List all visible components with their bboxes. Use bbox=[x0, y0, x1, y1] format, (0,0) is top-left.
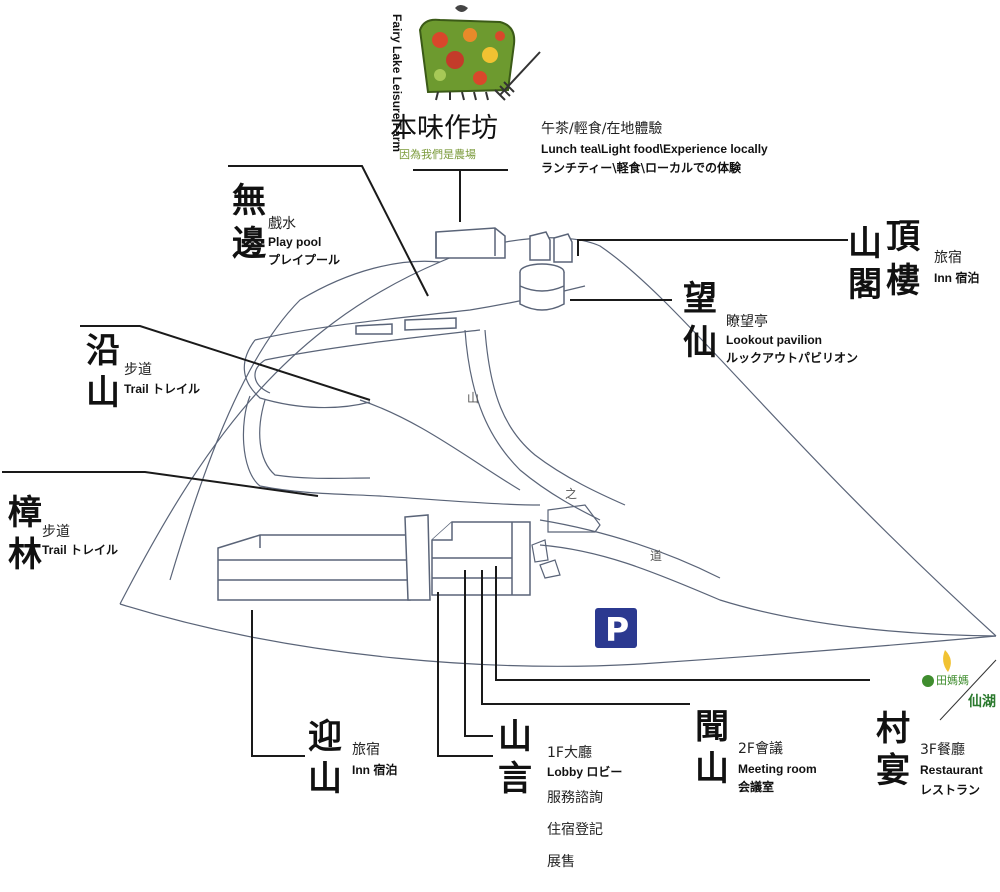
road-char-3: 道 bbox=[650, 549, 662, 563]
map-label-text: プレイプール bbox=[268, 252, 340, 267]
map-label-text: Lookout pavilion bbox=[726, 333, 822, 347]
workshop-slogan: 因為我們是農場 bbox=[399, 147, 476, 161]
map-label-text: 山 bbox=[86, 373, 120, 413]
workshop-desc-ja: ランチティー\軽食\ローカルでの体験 bbox=[541, 160, 742, 175]
map-label-text: 沿 bbox=[86, 331, 120, 371]
map-label-text: 瞭望亭 bbox=[726, 313, 768, 330]
map-label-text: 山 bbox=[498, 717, 532, 757]
workshop-title: 本味作坊 bbox=[390, 113, 498, 144]
map-label-text: Trail トレイル bbox=[124, 382, 200, 396]
label-trail-zhang: 樟 林 步道 Trail トレイル bbox=[8, 493, 118, 575]
map-label-text: Play pool bbox=[268, 235, 321, 249]
map-label-text: 旅宿 bbox=[352, 741, 380, 758]
farm-logo: Fairy Lake Leisure Farm bbox=[390, 5, 541, 152]
map-label-text: Restaurant bbox=[920, 763, 983, 777]
label-playpool: 無 邊 戲水 Play pool プレイプール bbox=[232, 181, 340, 267]
workshop-desc-en: Lunch tea\Light food\Experience locally bbox=[541, 142, 768, 156]
label-trail-yan: 沿 山 步道 Trail トレイル bbox=[86, 331, 200, 413]
map-label-text: 望 bbox=[683, 279, 717, 319]
map-label-text: Lobby ロビー bbox=[547, 764, 622, 779]
label-inn-ying: 迎 山 旅宿 Inn 宿泊 bbox=[308, 717, 397, 799]
road-char-2: 之 bbox=[565, 487, 577, 501]
map-label-text: 閣 bbox=[848, 265, 882, 305]
map-label-text: 言 bbox=[498, 759, 532, 799]
map-label-text: 頂 bbox=[886, 217, 921, 257]
map-label-text: P bbox=[605, 610, 629, 649]
map-label-text: 2F會議 bbox=[738, 740, 783, 757]
map-label-text: 1F大廳 bbox=[547, 744, 592, 761]
map-label-text: 展售 bbox=[547, 854, 575, 870]
map-label-text: 3F餐廳 bbox=[920, 741, 965, 758]
map-label-text: 樟 bbox=[8, 493, 42, 533]
parking-sign: P bbox=[595, 608, 637, 649]
partner-logo-left: 田媽媽 bbox=[936, 673, 969, 687]
map-label-text: 宴 bbox=[876, 751, 910, 791]
leader-lines bbox=[2, 165, 870, 757]
map-label-text: Meeting room bbox=[738, 762, 817, 776]
buildings bbox=[217, 227, 573, 601]
map-label-text: 步道 bbox=[42, 524, 70, 540]
map-label-text: 樓 bbox=[886, 261, 920, 301]
map-label-text: 步道 bbox=[124, 362, 152, 378]
map-label-text: 聞 bbox=[695, 707, 729, 747]
map-label-text: ルックアウトパビリオン bbox=[726, 350, 858, 365]
map-label-text: 戲水 bbox=[268, 216, 296, 232]
map-label-text: 旅宿 bbox=[934, 249, 962, 266]
map-label-text: 邊 bbox=[232, 224, 267, 264]
map-label-text: 迎 bbox=[308, 717, 342, 757]
map-label-text: 林 bbox=[8, 535, 42, 575]
road-char-1: 山 bbox=[467, 391, 479, 405]
map-label-text: Inn 宿泊 bbox=[352, 762, 397, 777]
map-label-text: レストラン bbox=[920, 783, 980, 797]
map-label-text: 山 bbox=[695, 749, 729, 789]
map-label-text: 服務諮詢 bbox=[547, 789, 603, 806]
terrain-outline bbox=[119, 237, 997, 667]
map-label-text: 会議室 bbox=[738, 779, 774, 794]
label-lobby: 山 言 1F大廳 Lobby ロビー 服務諮詢 住宿登記 展售 bbox=[498, 717, 622, 870]
map-label-text: Trail トレイル bbox=[42, 543, 118, 557]
map-label-text: 住宿登記 bbox=[547, 821, 603, 838]
label-pavilion: 望 仙 瞭望亭 Lookout pavilion ルックアウトパビリオン bbox=[683, 279, 858, 365]
map-label-text: 無 bbox=[232, 181, 266, 221]
label-meeting: 聞 山 2F會議 Meeting room 会議室 bbox=[695, 707, 817, 794]
map-label-text: 村 bbox=[876, 709, 910, 749]
map-label-text: Inn 宿泊 bbox=[934, 270, 979, 285]
logo-text: Fairy Lake Leisure Farm bbox=[390, 14, 404, 152]
partner-logos: 田媽媽 仙湖 bbox=[922, 650, 997, 721]
map-label-text: 仙 bbox=[683, 323, 717, 363]
workshop-desc-zh: 午茶/輕食/在地體驗 bbox=[541, 120, 662, 137]
label-restaurant: 村 宴 3F餐廳 Restaurant レストラン bbox=[876, 709, 983, 797]
partner-logo-right: 仙湖 bbox=[968, 693, 996, 710]
map-label-text: 山 bbox=[308, 759, 342, 799]
map-label-text: 山 bbox=[848, 224, 882, 264]
label-inn-top: 山 閣 頂 樓 旅宿 Inn 宿泊 bbox=[848, 217, 979, 305]
